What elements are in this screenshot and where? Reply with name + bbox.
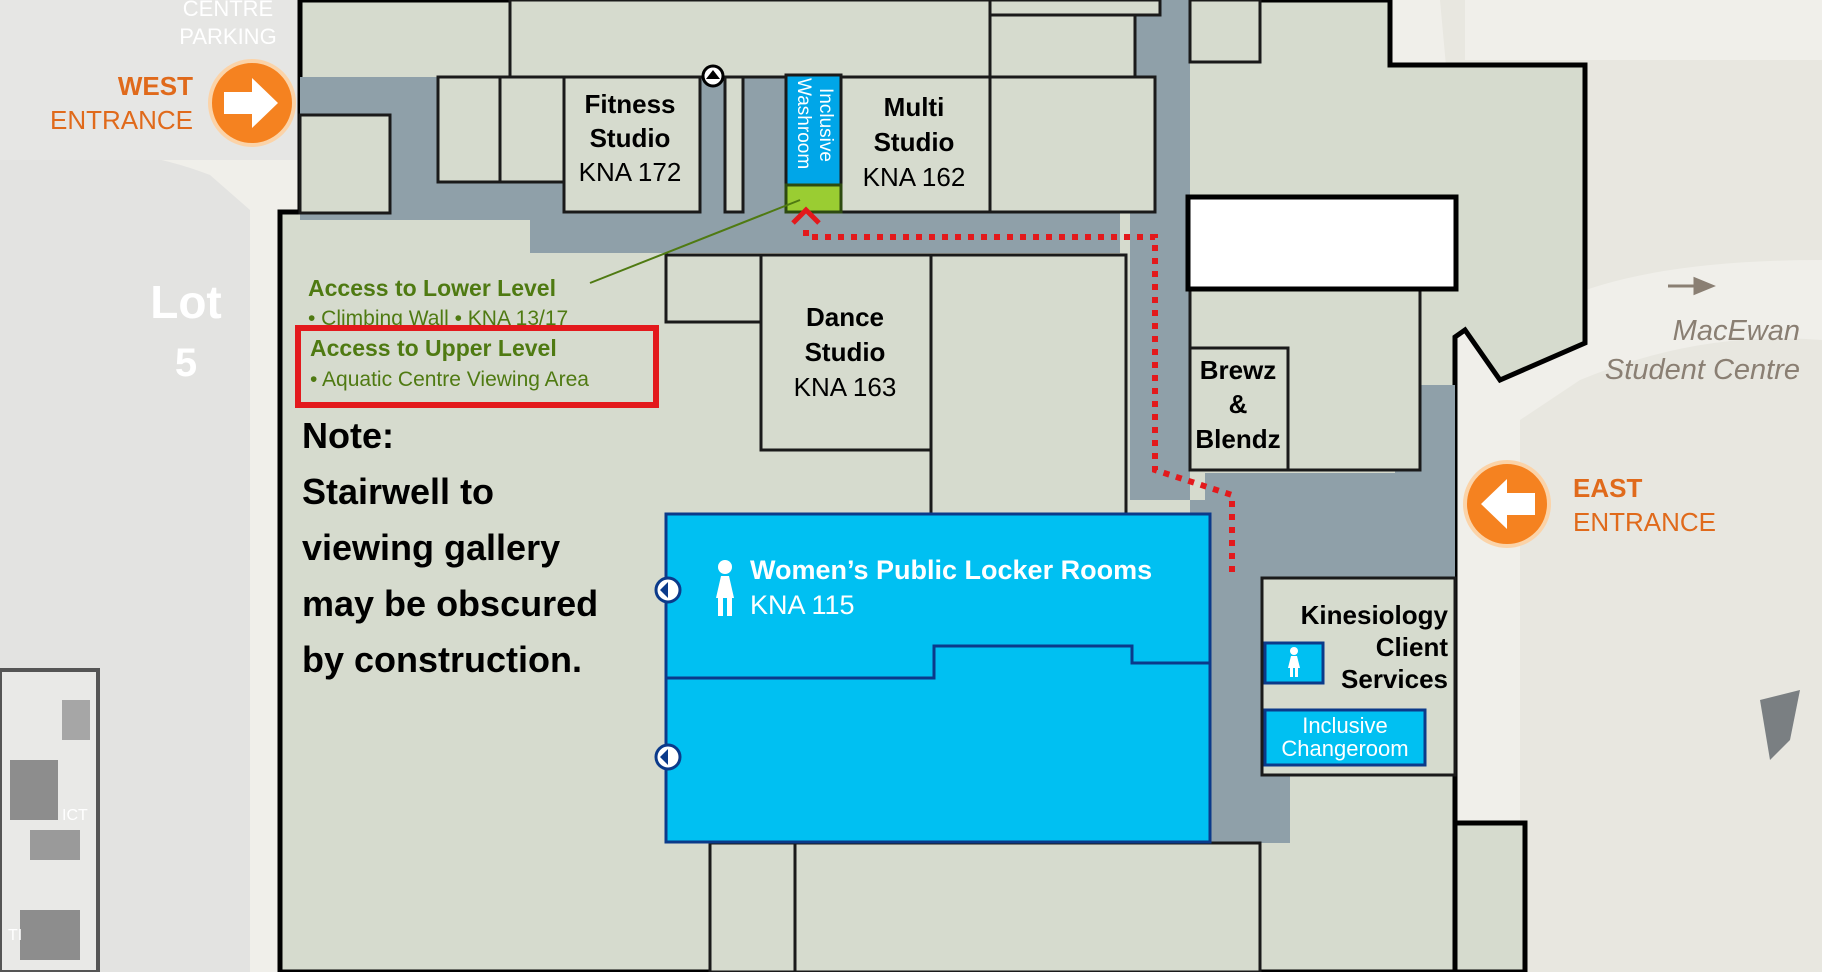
east-entrance-line2: ENTRANCE <box>1573 507 1716 537</box>
note-line-4: by construction. <box>302 639 582 680</box>
east-entrance: EAST ENTRANCE <box>1463 460 1716 548</box>
west-entrance-line1: WEST <box>118 71 193 101</box>
womens-locker-rooms: Women’s Public Locker Rooms KNA 115 <box>654 512 1212 844</box>
inset-minimap: ICT TI <box>0 668 100 972</box>
lot-number: 5 <box>175 341 197 385</box>
fitness-studio-name-line1: Fitness <box>584 89 675 119</box>
upper-level-title: Access to Upper Level <box>310 335 557 361</box>
note-line-3: may be obscured <box>302 583 598 624</box>
washroom-label-line2: Washroom <box>793 78 814 169</box>
route-path <box>791 206 1235 578</box>
note-line-1: Stairwell to <box>302 471 494 512</box>
brewz-label-line1: Brewz <box>1200 355 1277 385</box>
locker-entrance-arrow-icon-2 <box>654 743 682 771</box>
brewz-label-line3: Blendz <box>1195 424 1280 454</box>
lower-level-title: Access to Lower Level <box>308 275 556 301</box>
inclusive-washroom: Inclusive Washroom <box>784 73 843 214</box>
lower-level-items: • Climbing Wall • KNA 13/17 <box>308 307 568 330</box>
macewan-label: MacEwan Student Centre <box>1605 315 1800 386</box>
upper-level-highlight-box <box>295 325 659 408</box>
multi-studio-code: KNA 162 <box>863 162 966 192</box>
locker-room-name: Women’s Public Locker Rooms <box>750 555 1152 585</box>
locker-room-code: KNA 115 <box>750 590 855 620</box>
kinesiology-label-line3: Services <box>1341 664 1448 694</box>
washroom-label-line1: Inclusive <box>815 88 836 162</box>
parking-label-line1: CENTRE <box>183 0 273 21</box>
dance-studio-name-line2: Studio <box>805 337 886 367</box>
curved-arrow-icon <box>1760 690 1800 760</box>
west-entrance-line2: ENTRANCE <box>50 105 193 135</box>
locker-entrance-arrow-icon <box>654 576 682 604</box>
stair-up-icon <box>701 64 725 88</box>
elevator-marker <box>784 183 843 214</box>
brewz-label-line2: & <box>1229 389 1248 419</box>
changeroom-label-line2: Changeroom <box>1281 736 1408 761</box>
construction-note: Note: Stairwell to viewing gallery may b… <box>302 415 598 680</box>
fitness-studio-code: KNA 172 <box>579 157 682 187</box>
note-heading: Note: <box>302 415 394 456</box>
female-washroom-icon <box>1288 647 1300 677</box>
room-labels: Fitness Studio KNA 172 Multi Studio KNA … <box>579 89 1449 694</box>
dance-studio-name-line1: Dance <box>806 302 884 332</box>
fitness-studio-name-line2: Studio <box>590 123 671 153</box>
multi-studio-name-line2: Studio <box>874 127 955 157</box>
west-entrance: WEST ENTRANCE <box>50 59 296 147</box>
west-entrance-arrow-icon <box>208 59 296 147</box>
macewan-line1: MacEwan <box>1673 315 1800 347</box>
east-entrance-arrow-icon <box>1463 460 1551 548</box>
right-arrow-icon <box>1668 276 1716 296</box>
kinesiology-label-line2: Client <box>1376 632 1449 662</box>
multi-studio-name-line1: Multi <box>884 92 945 122</box>
room-walls <box>298 0 1457 972</box>
route-end-marker <box>791 206 821 225</box>
dance-studio-code: KNA 163 <box>794 372 897 402</box>
macewan-line2: Student Centre <box>1605 354 1800 386</box>
changeroom-label-line1: Inclusive <box>1302 713 1388 738</box>
parking-label-line2: PARKING <box>179 24 276 49</box>
kinesiology-label-line1: Kinesiology <box>1301 600 1449 630</box>
lot-label: Lot <box>150 276 222 328</box>
white-block <box>1185 194 1459 292</box>
upper-level-items: • Aquatic Centre Viewing Area <box>310 368 589 391</box>
east-entrance-line1: EAST <box>1573 473 1642 503</box>
parking-area: CENTRE PARKING Lot 5 <box>150 0 276 385</box>
kinesiology-amenities: Inclusive Changeroom <box>1263 641 1427 767</box>
note-line-2: viewing gallery <box>302 527 560 568</box>
female-icon <box>716 560 734 616</box>
inset-label-ict: ICT <box>62 807 88 824</box>
inset-label-ti: TI <box>8 927 22 944</box>
inclusive-changeroom <box>1263 708 1427 767</box>
access-annotations: Access to Lower Level • Climbing Wall • … <box>295 199 801 408</box>
